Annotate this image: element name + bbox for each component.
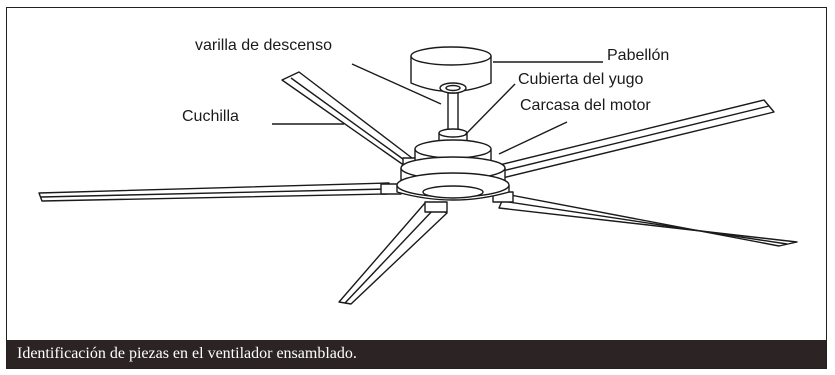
diagram-frame: varilla de descenso Pabellón Cubierta de… (6, 7, 827, 369)
label-blade: Cuchilla (182, 108, 239, 125)
caption-text: Identificación de piezas en el ventilado… (17, 345, 357, 362)
figure-caption: Identificación de piezas en el ventilado… (7, 340, 826, 368)
leader-yoke-cover (464, 83, 516, 136)
label-downrod: varilla de descenso (195, 37, 332, 54)
label-motor-housing: Carcasa del motor (520, 97, 651, 114)
label-yoke-cover: Cubierta del yugo (518, 71, 644, 88)
blade-lower-right (498, 193, 798, 247)
motor-housing (396, 139, 510, 201)
canopy (410, 46, 492, 94)
blade-lower-left (338, 202, 448, 305)
leader-motor-housing (498, 121, 568, 155)
leader-downrod (351, 63, 442, 105)
blade-upper-left (281, 71, 413, 167)
blade-left (38, 182, 390, 202)
ceiling-fan-diagram (38, 46, 798, 305)
label-canopy: Pabellón (607, 47, 670, 64)
blade-bracket (424, 201, 448, 213)
